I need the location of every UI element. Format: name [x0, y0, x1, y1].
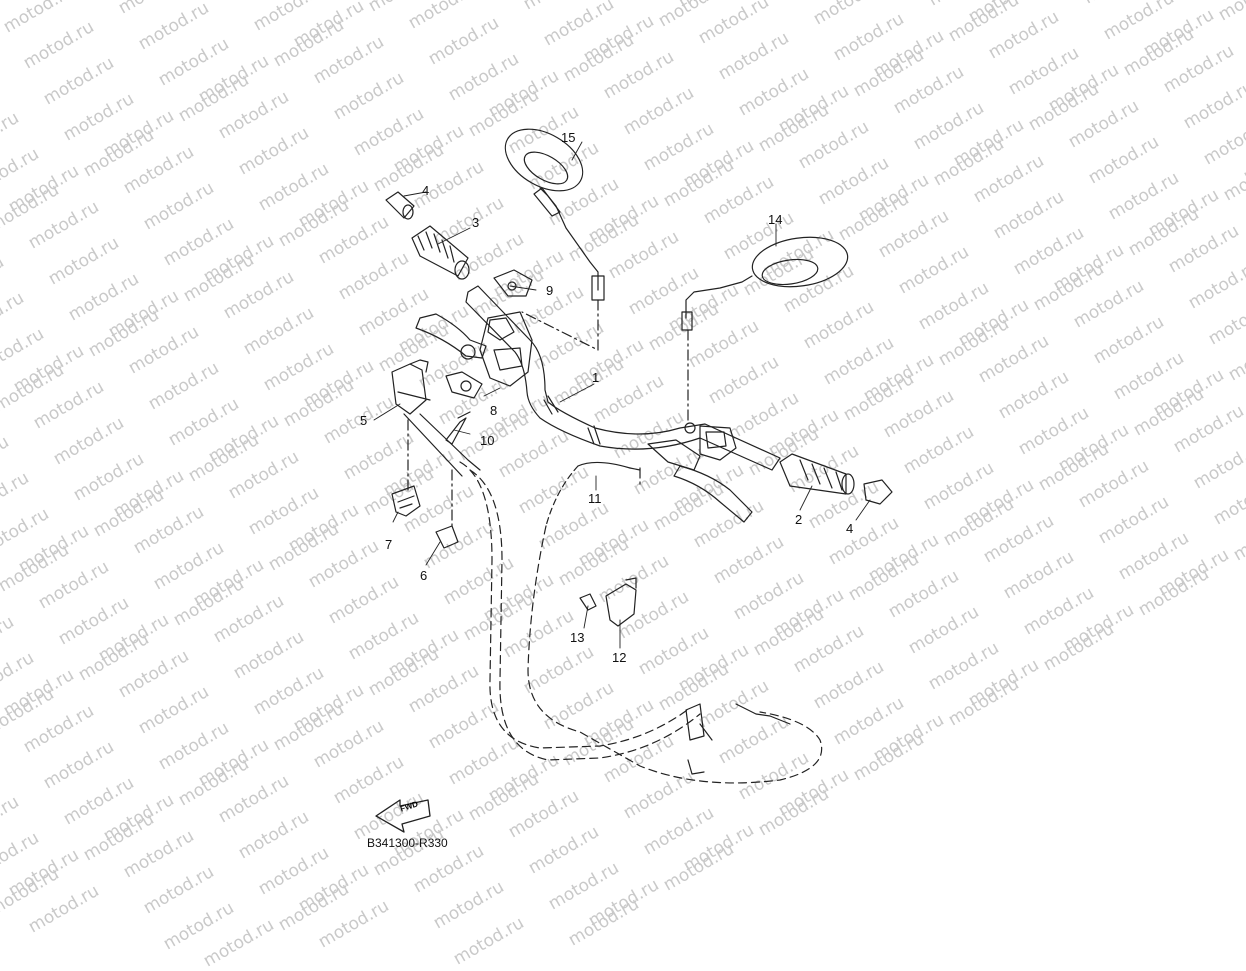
callout-11: 11: [588, 491, 602, 506]
callout-1: 1: [592, 370, 600, 385]
callout-7: 7: [385, 537, 393, 552]
diagram-drawing: [373, 128, 893, 833]
cable-ends: [685, 703, 791, 775]
callout-9: 9: [546, 283, 554, 298]
diagram-code: B341300-R330: [367, 836, 448, 850]
bracket-5: [391, 359, 481, 477]
mirror-left: [504, 128, 605, 301]
left-switch-assembly: [415, 311, 533, 387]
callout-8: 8: [490, 403, 498, 418]
callout-4-right: 4: [846, 521, 854, 536]
callout-6: 6: [420, 568, 428, 583]
callout-2: 2: [795, 512, 803, 527]
callout-5: 5: [360, 413, 368, 428]
bracket-12: [579, 577, 637, 627]
holder-8: [445, 371, 483, 445]
right-grip: [779, 453, 893, 505]
right-lever-assembly: [647, 422, 753, 523]
handlebar: [465, 285, 781, 471]
leader-lines: [373, 141, 871, 649]
left-grip: [385, 191, 470, 280]
clamp-6: [435, 525, 459, 549]
clamp-7: [391, 485, 421, 517]
fwd-arrow-icon: [375, 799, 431, 833]
callout-12: 12: [612, 650, 627, 665]
holder-9: [493, 269, 533, 297]
cable-11: [545, 461, 641, 527]
throttle-cables: [459, 461, 823, 784]
mirror-right: [681, 236, 849, 331]
callout-10: 10: [480, 433, 495, 448]
callout-3: 3: [472, 215, 480, 230]
callout-15: 15: [561, 130, 576, 145]
callout-14: 14: [768, 212, 783, 227]
callout-13: 13: [570, 630, 585, 645]
callout-4-left: 4: [422, 183, 430, 198]
alignment-lines: [407, 299, 689, 529]
